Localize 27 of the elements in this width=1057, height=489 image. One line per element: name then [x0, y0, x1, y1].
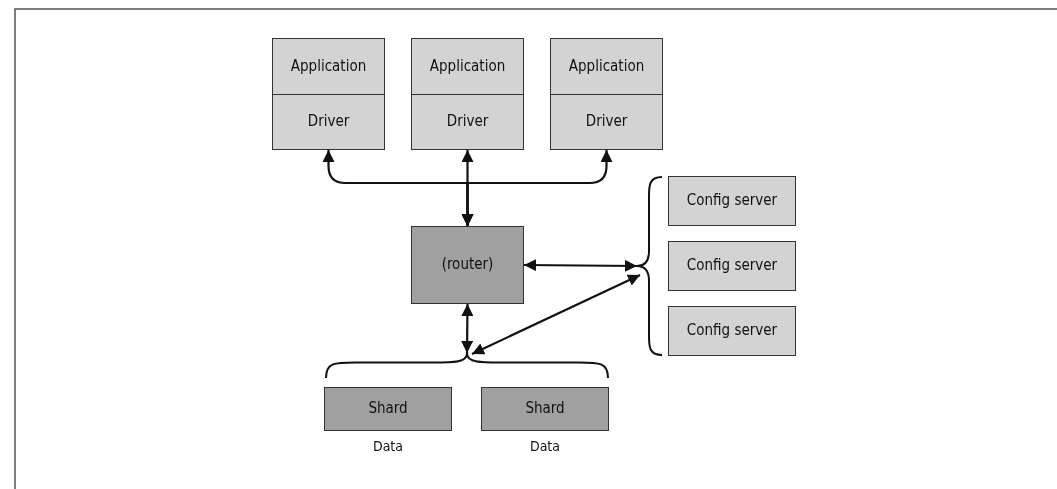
node-label: Config server [685, 320, 779, 342]
node-label: Driver [412, 93, 523, 149]
node-label: Application [289, 55, 368, 77]
curly-brace [636, 176, 662, 356]
config-server-box [668, 241, 796, 291]
node-label: Application [428, 55, 507, 77]
double-arrow [461, 150, 613, 226]
double-arrow [471, 274, 641, 355]
node-label: Driver [273, 93, 384, 149]
double-arrow [524, 259, 637, 272]
config-server-box [668, 306, 796, 356]
node-label: Config server [685, 255, 779, 277]
config-server-box [668, 176, 796, 226]
node-label: Driver [551, 93, 662, 149]
node-label: Application [567, 55, 646, 77]
curly-brace [325, 352, 609, 378]
app-driver-box [272, 38, 385, 150]
app-driver-box [550, 38, 663, 150]
double-arrow [461, 304, 474, 353]
node-caption: Data [528, 438, 562, 454]
node-label: Shard [524, 398, 566, 420]
node-label: Shard [367, 398, 409, 420]
node-label: Config server [685, 190, 779, 212]
router-box [411, 226, 524, 304]
node-caption: Data [371, 438, 405, 454]
app-driver-box [411, 38, 524, 150]
node-label: (router) [440, 254, 495, 276]
